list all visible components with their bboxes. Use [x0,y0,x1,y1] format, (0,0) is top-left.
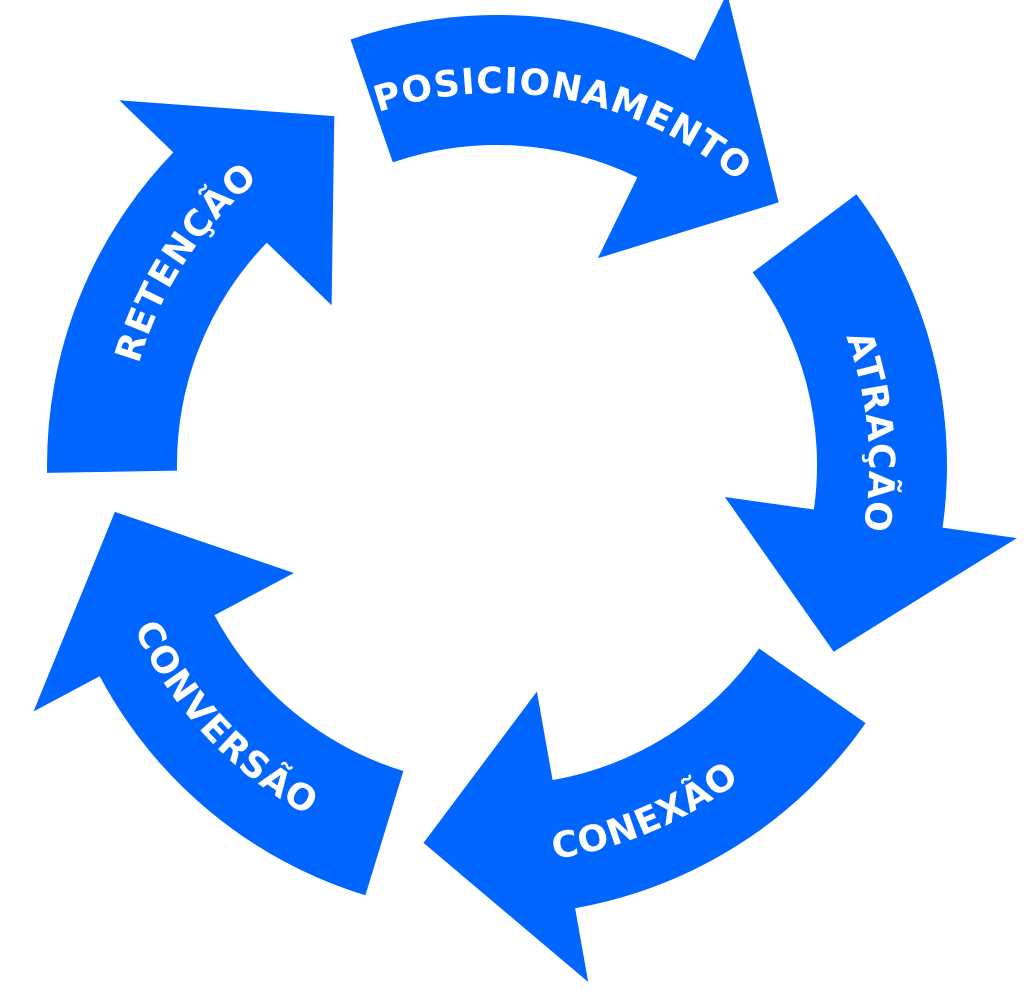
cycle-arrow-retencao [47,100,335,473]
cycle-arrow-conexao [423,648,866,982]
cycle-arrow-posicionamento [350,0,779,259]
cycle-arrow-atracao [724,194,1017,652]
cycle-arrow-conversao [33,511,404,896]
